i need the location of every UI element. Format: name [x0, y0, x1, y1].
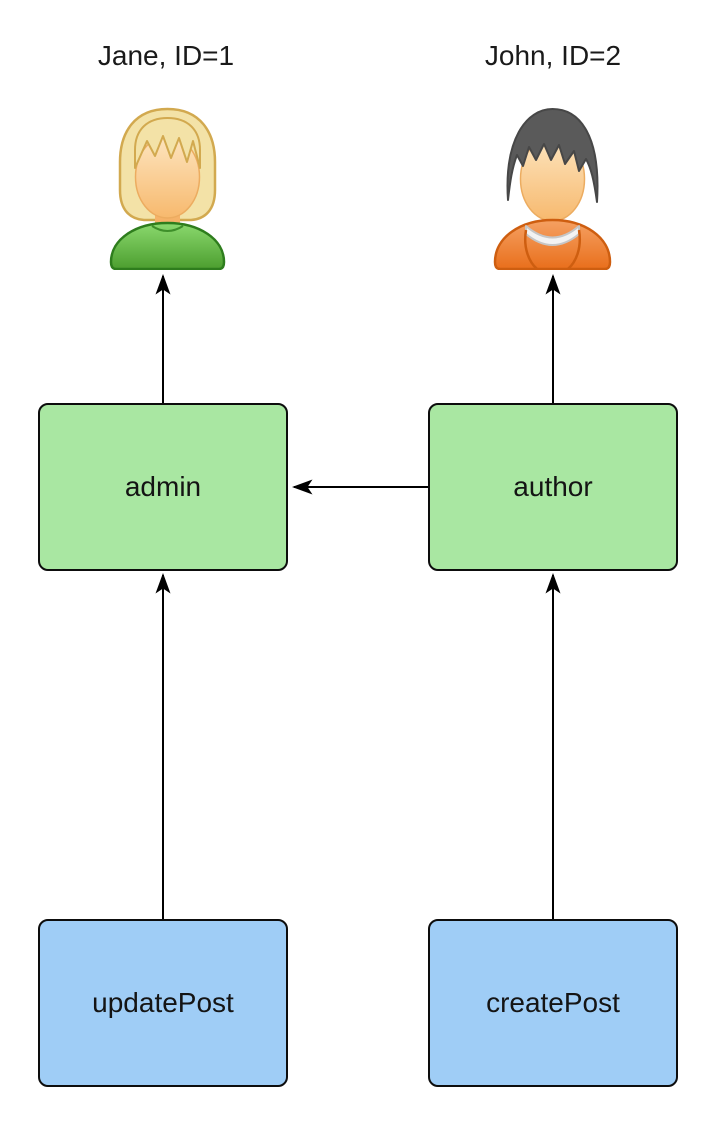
operation-node-updatepost: updatePost	[38, 919, 288, 1087]
role-node-author: author	[428, 403, 678, 571]
jane-avatar-icon	[109, 107, 226, 270]
operation-node-updatepost-label: updatePost	[92, 987, 234, 1018]
role-node-admin: admin	[38, 403, 288, 571]
operation-node-createpost: createPost	[428, 919, 678, 1087]
john-avatar-icon	[493, 108, 612, 270]
operation-node-createpost-label: createPost	[486, 987, 620, 1018]
role-node-author-label: author	[513, 471, 593, 502]
user-label-jane: Jane, ID=1	[97, 40, 235, 71]
user-label-john: John, ID=2	[484, 40, 622, 71]
role-node-admin-label: admin	[124, 471, 202, 502]
